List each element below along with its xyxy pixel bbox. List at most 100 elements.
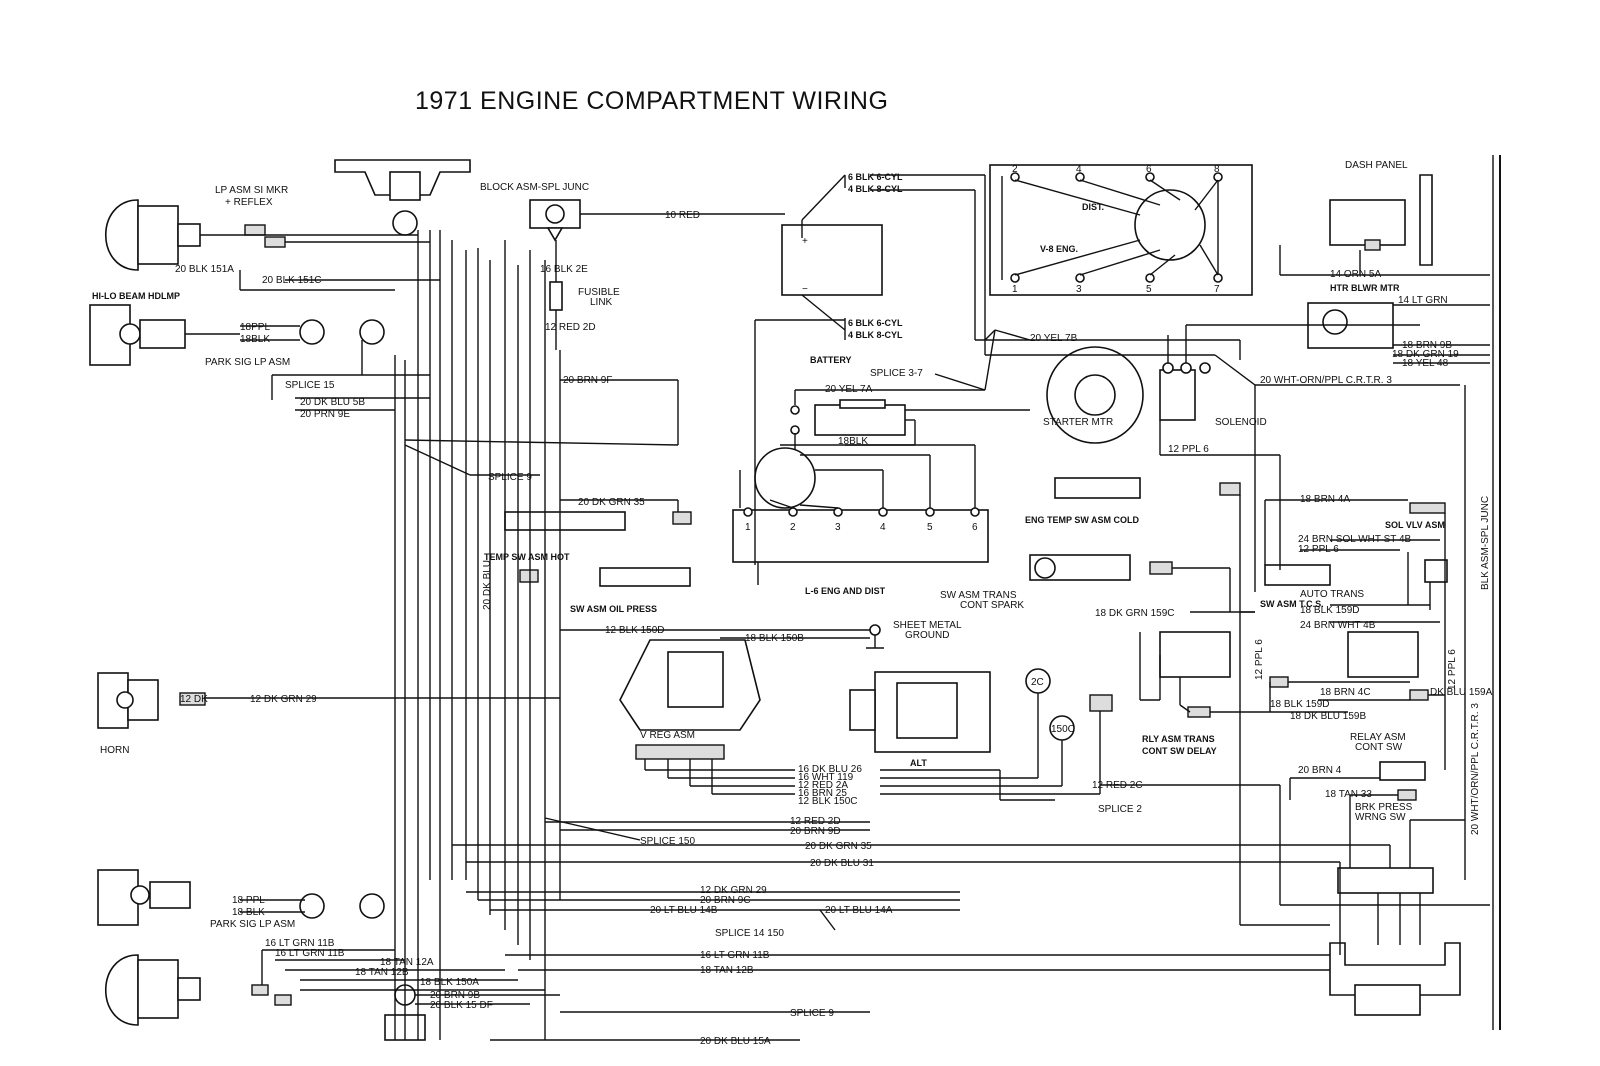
l6-distributor [754, 447, 816, 509]
hi-lo-beam-headlamp [89, 304, 240, 366]
svg-text:12 BLK 150D: 12 BLK 150D [605, 625, 665, 636]
voltage-regulator [619, 639, 761, 760]
svg-text:20 BRN 4: 20 BRN 4 [1298, 765, 1342, 776]
svg-text:16 LT GRN 11B: 16 LT GRN 11B [700, 950, 770, 961]
svg-text:3: 3 [1076, 284, 1082, 295]
svg-text:CONT SW DELAY: CONT SW DELAY [1142, 746, 1217, 756]
svg-text:20 BRN 9B: 20 BRN 9B [430, 990, 480, 1001]
svg-text:18 TAN 12B: 18 TAN 12B [700, 965, 754, 976]
svg-text:−: − [802, 284, 808, 295]
svg-text:+ REFLEX: + REFLEX [225, 197, 273, 208]
label-splice-9: SPLICE 9 [790, 1008, 834, 1019]
label-horn: HORN [100, 745, 129, 756]
svg-text:BLK ASM-SPL JUNC: BLK ASM-SPL JUNC [1480, 496, 1491, 590]
label-v-reg-asm: V REG ASM [640, 730, 695, 741]
svg-text:20 BLK 151A: 20 BLK 151A [175, 264, 234, 275]
svg-text:18 BRN 4C: 18 BRN 4C [1320, 687, 1371, 698]
label-hi-lo-beam: HI-LO BEAM HDLMP [92, 291, 180, 301]
label-battery: BATTERY [810, 355, 852, 365]
svg-text:18BLK: 18BLK [240, 334, 270, 345]
svg-text:20 BRN 9C: 20 BRN 9C [700, 895, 751, 906]
svg-text:12 PPL 6: 12 PPL 6 [1168, 444, 1209, 455]
svg-text:20 BLK 15 DF: 20 BLK 15 DF [430, 1000, 493, 1011]
svg-text:14 LT GRN: 14 LT GRN [1398, 295, 1448, 306]
svg-text:20 LT BLU 14B: 20 LT BLU 14B [650, 905, 718, 916]
svg-text:18 YEL 48: 18 YEL 48 [1402, 358, 1449, 369]
l6-cylinder-block [732, 444, 989, 585]
diagram-title: 1971 ENGINE COMPARTMENT WIRING [415, 87, 888, 115]
relay-trans-delay [1159, 631, 1231, 718]
svg-text:20 BLK 151C: 20 BLK 151C [262, 275, 322, 286]
svg-text:12 PPL 6: 12 PPL 6 [1254, 639, 1265, 680]
svg-text:16 BLK 2E: 16 BLK 2E [540, 264, 588, 275]
svg-text:1: 1 [745, 522, 751, 533]
svg-text:20 DK GRN 35: 20 DK GRN 35 [578, 497, 645, 508]
relay-cont-sw [1269, 631, 1429, 701]
svg-text:18 BRN 4A: 18 BRN 4A [1300, 494, 1350, 505]
svg-text:18 BRN 9B: 18 BRN 9B [1402, 340, 1452, 351]
svg-text:8: 8 [1214, 164, 1220, 175]
svg-text:16 DK BLU 26: 16 DK BLU 26 [798, 764, 862, 775]
svg-text:LINK: LINK [590, 297, 613, 308]
svg-text:16 LT GRN 11B: 16 LT GRN 11B [275, 948, 345, 959]
svg-text:4: 4 [880, 522, 886, 533]
svg-text:4: 4 [1076, 164, 1082, 175]
left-connectors [179, 224, 416, 1006]
svg-text:4 BLK 8-CYL: 4 BLK 8-CYL [848, 184, 903, 194]
svg-text:16 WHT 119: 16 WHT 119 [798, 772, 854, 783]
alternator [849, 668, 1113, 753]
svg-text:GROUND: GROUND [905, 630, 949, 641]
svg-text:6 BLK 6-CYL: 6 BLK 6-CYL [848, 318, 903, 328]
svg-text:16 LT GRN 11B: 16 LT GRN 11B [265, 938, 335, 949]
svg-text:5: 5 [927, 522, 933, 533]
svg-text:AUTO TRANS: AUTO TRANS [1300, 589, 1364, 600]
label-relay-asm: RELAY ASM [1350, 732, 1406, 743]
bulkhead-connector-right [1329, 867, 1461, 1016]
svg-text:20 WHT/ORN/PPL C.R.T.R. 3: 20 WHT/ORN/PPL C.R.T.R. 3 [1470, 703, 1481, 835]
label-temp-sw-hot: TEMP SW ASM HOT [484, 552, 570, 562]
label-splice-14: SPLICE 14 150 [715, 928, 784, 939]
battery: + − [781, 174, 883, 340]
label-sheet-metal-ground: SHEET METAL [893, 620, 962, 631]
svg-text:24 BRN SOL WHT ST 4B: 24 BRN SOL WHT ST 4B [1298, 534, 1412, 545]
trans-cont-spark-switch [1029, 554, 1173, 581]
svg-text:18 DK GRN 159C: 18 DK GRN 159C [1095, 608, 1174, 619]
svg-text:SPLICE 15: SPLICE 15 [285, 380, 335, 391]
svg-text:18 BLK 150B: 18 BLK 150B [745, 633, 804, 644]
label-block-asm: BLOCK ASM-SPL JUNC [480, 182, 589, 193]
label-alt: ALT [910, 758, 927, 768]
label-splice-2: SPLICE 2 [1098, 804, 1142, 815]
svg-text:20 YEL 7B: 20 YEL 7B [1030, 333, 1078, 344]
svg-text:150C: 150C [1051, 724, 1075, 735]
svg-text:12 RED 2D: 12 RED 2D [790, 816, 841, 827]
svg-text:FUSIBLE: FUSIBLE [578, 287, 620, 298]
svg-text:CONT SW: CONT SW [1355, 742, 1403, 753]
label-htr-blwr-mtr: HTR BLWR MTR [1330, 283, 1400, 293]
svg-text:12 RED 2A: 12 RED 2A [798, 780, 848, 791]
svg-text:20 BRN 9F: 20 BRN 9F [563, 375, 612, 386]
svg-text:2: 2 [790, 522, 796, 533]
svg-text:20 DK BLU 5B: 20 DK BLU 5B [300, 397, 365, 408]
dash-panel-wiper [1279, 174, 1490, 276]
svg-text:18 BLK 150A: 18 BLK 150A [420, 977, 479, 988]
svg-text:2: 2 [1012, 164, 1018, 175]
svg-text:SW ASM TRANS: SW ASM TRANS [940, 590, 1017, 601]
svg-text:12 BLK 150C: 12 BLK 150C [798, 796, 858, 807]
label-eng-temp-cold: ENG TEMP SW ASM COLD [1025, 515, 1140, 525]
svg-text:5: 5 [1146, 284, 1152, 295]
svg-text:18 BLK 159D: 18 BLK 159D [1270, 699, 1330, 710]
svg-text:14 ORN 5A: 14 ORN 5A [1330, 269, 1381, 280]
headlamp-bottom [105, 954, 201, 1026]
block-asm-spl-junc [529, 199, 785, 350]
svg-text:24 BRN WHT 4B: 24 BRN WHT 4B [1300, 620, 1376, 631]
svg-text:18 PPL: 18 PPL [232, 895, 265, 906]
tcs-switch [1264, 564, 1331, 586]
sol-vlv-asm [1409, 502, 1448, 583]
svg-text:18 DK BLU 159B: 18 DK BLU 159B [1290, 711, 1366, 722]
headlamp-top [105, 199, 240, 271]
svg-text:3: 3 [835, 522, 841, 533]
svg-text:12 RED 2C: 12 RED 2C [1092, 780, 1143, 791]
svg-text:20 DK BLU: 20 DK BLU [482, 560, 493, 610]
label-dash-panel: DASH PANEL [1345, 160, 1408, 171]
